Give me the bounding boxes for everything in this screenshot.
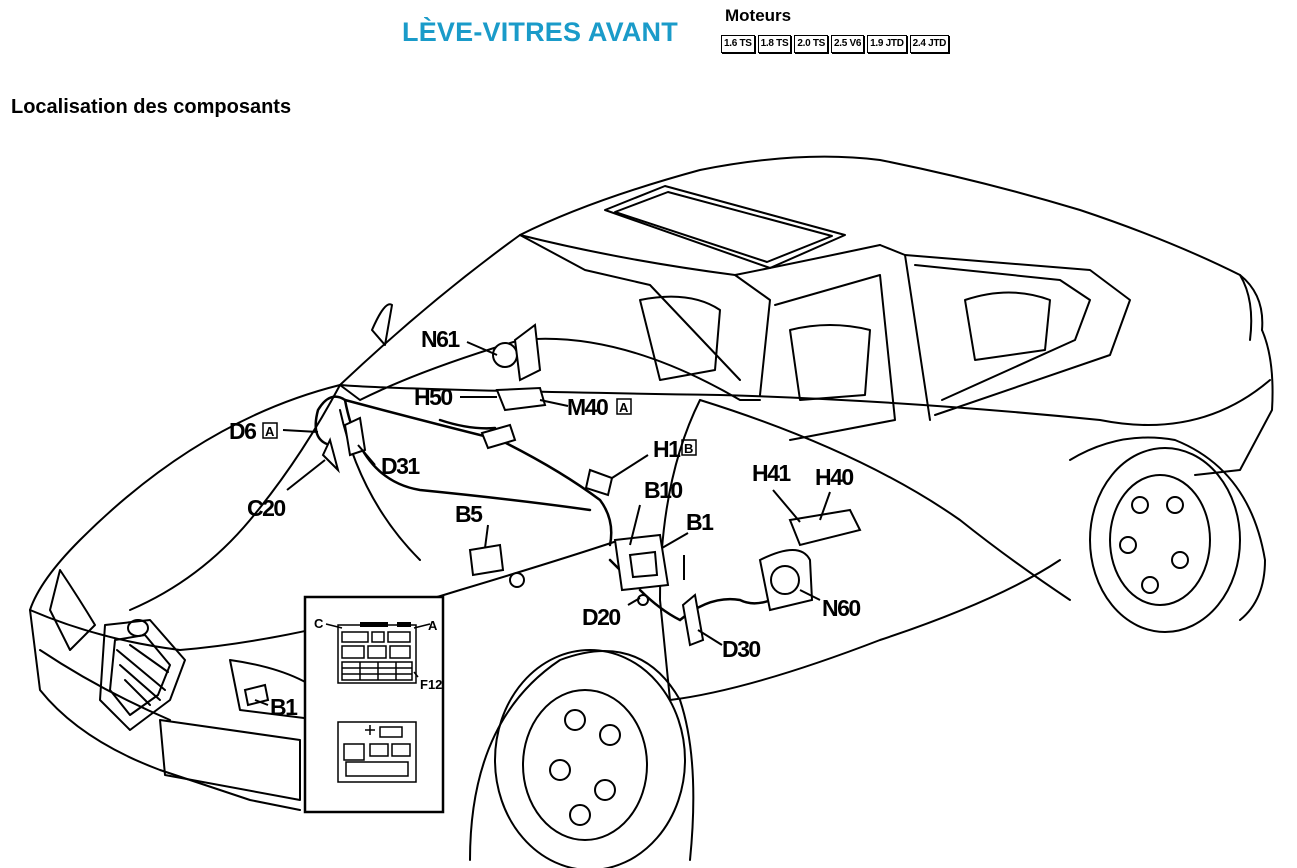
label-d20: D20 [582,604,620,630]
label-b10: B10 [644,477,682,503]
label-d31: D31 [381,453,420,479]
label-h40: H40 [815,464,853,490]
engine-badge: 1.8 TS [757,35,792,53]
engines-label: Moteurs [725,6,792,25]
label-d6: D6 [229,418,256,444]
label-c20: C20 [247,495,285,521]
label-b1-front: B1 [270,694,298,720]
label-h1-tag: B [684,441,693,456]
label-n60: N60 [822,595,860,621]
label-h1: H1 [653,436,681,462]
fuse-box-right-label: A [428,618,438,633]
component-labels: N61 H50 M40 A D6 A D31 C20 H1 B B10 B5 B… [229,326,862,720]
fuse-box-inset: C A F12 [303,595,445,814]
label-d6-tag: A [265,424,275,439]
leader-lines [254,341,831,706]
label-h41: H41 [752,460,791,486]
label-m40-tag-box [616,398,632,415]
engine-badge: 2.0 TS [794,35,829,53]
engine-badge: 2.5 V6 [831,35,865,53]
engine-badge: 2.4 JTD [909,35,950,53]
component-symbols [243,323,862,707]
label-b5: B5 [455,501,483,527]
label-d30: D30 [722,636,760,662]
label-d6-tag-box [262,422,278,439]
fuse-box-left-label: C [314,616,324,631]
fuse-label: F12 [420,677,442,692]
label-m40-tag: A [619,400,629,415]
label-h1-tag-box [681,439,697,456]
engine-badge: 1.6 TS [721,35,755,53]
label-h50: H50 [414,384,452,410]
label-n61: N61 [421,326,460,352]
label-b1-door: B1 [686,509,714,535]
page-title: LÈVE-VITRES AVANT [402,17,678,47]
section-title: Localisation des composants [11,96,292,118]
engine-badge: 1.9 JTD [867,35,907,53]
car-outline [29,155,1274,868]
label-m40: M40 [567,394,608,420]
wiring-harness [314,395,792,622]
